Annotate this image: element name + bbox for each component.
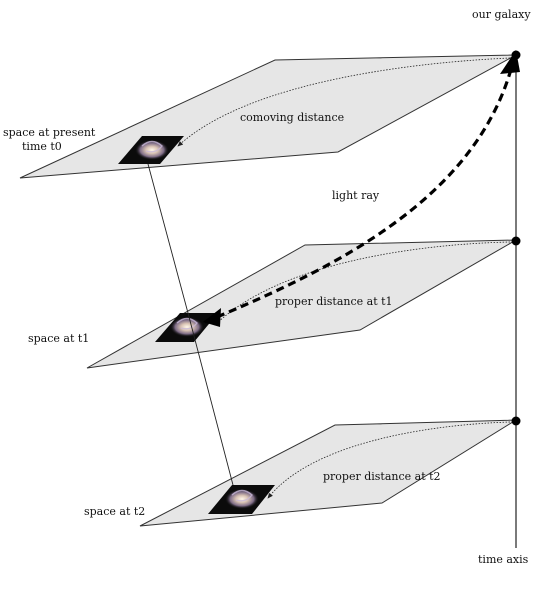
light-ray-path <box>204 57 516 324</box>
proper-distance-t1-label: proper distance at t1 <box>275 295 393 308</box>
galaxy-t1-image <box>155 313 218 342</box>
plane-t0-label-line1: space at present <box>3 126 96 139</box>
galaxy-t0-image <box>118 136 184 164</box>
proper-distance-t1-arrow <box>214 241 511 326</box>
galaxy-worldline <box>147 163 234 486</box>
observer-dot-t1 <box>511 236 521 246</box>
proper-distance-t2-label: proper distance at t2 <box>323 470 441 483</box>
light-ray-tail-arrowhead <box>203 308 221 327</box>
plane-t0-label-line2: time t0 <box>22 140 62 153</box>
plane-t1-label: space at t1 <box>28 332 89 345</box>
observer-dot-t2 <box>511 416 521 426</box>
galaxy-t2-image <box>208 485 275 514</box>
light-ray-label: light ray <box>332 189 380 202</box>
time-axis-label: time axis <box>478 553 529 566</box>
plane-present-t0 <box>19 54 517 179</box>
plane-t2-label: space at t2 <box>84 505 145 518</box>
comoving-distance-arrow <box>177 57 511 147</box>
our-galaxy-label: our galaxy <box>472 8 531 21</box>
observer-dot-t0 <box>511 50 521 60</box>
comoving-distance-label: comoving distance <box>240 111 344 124</box>
